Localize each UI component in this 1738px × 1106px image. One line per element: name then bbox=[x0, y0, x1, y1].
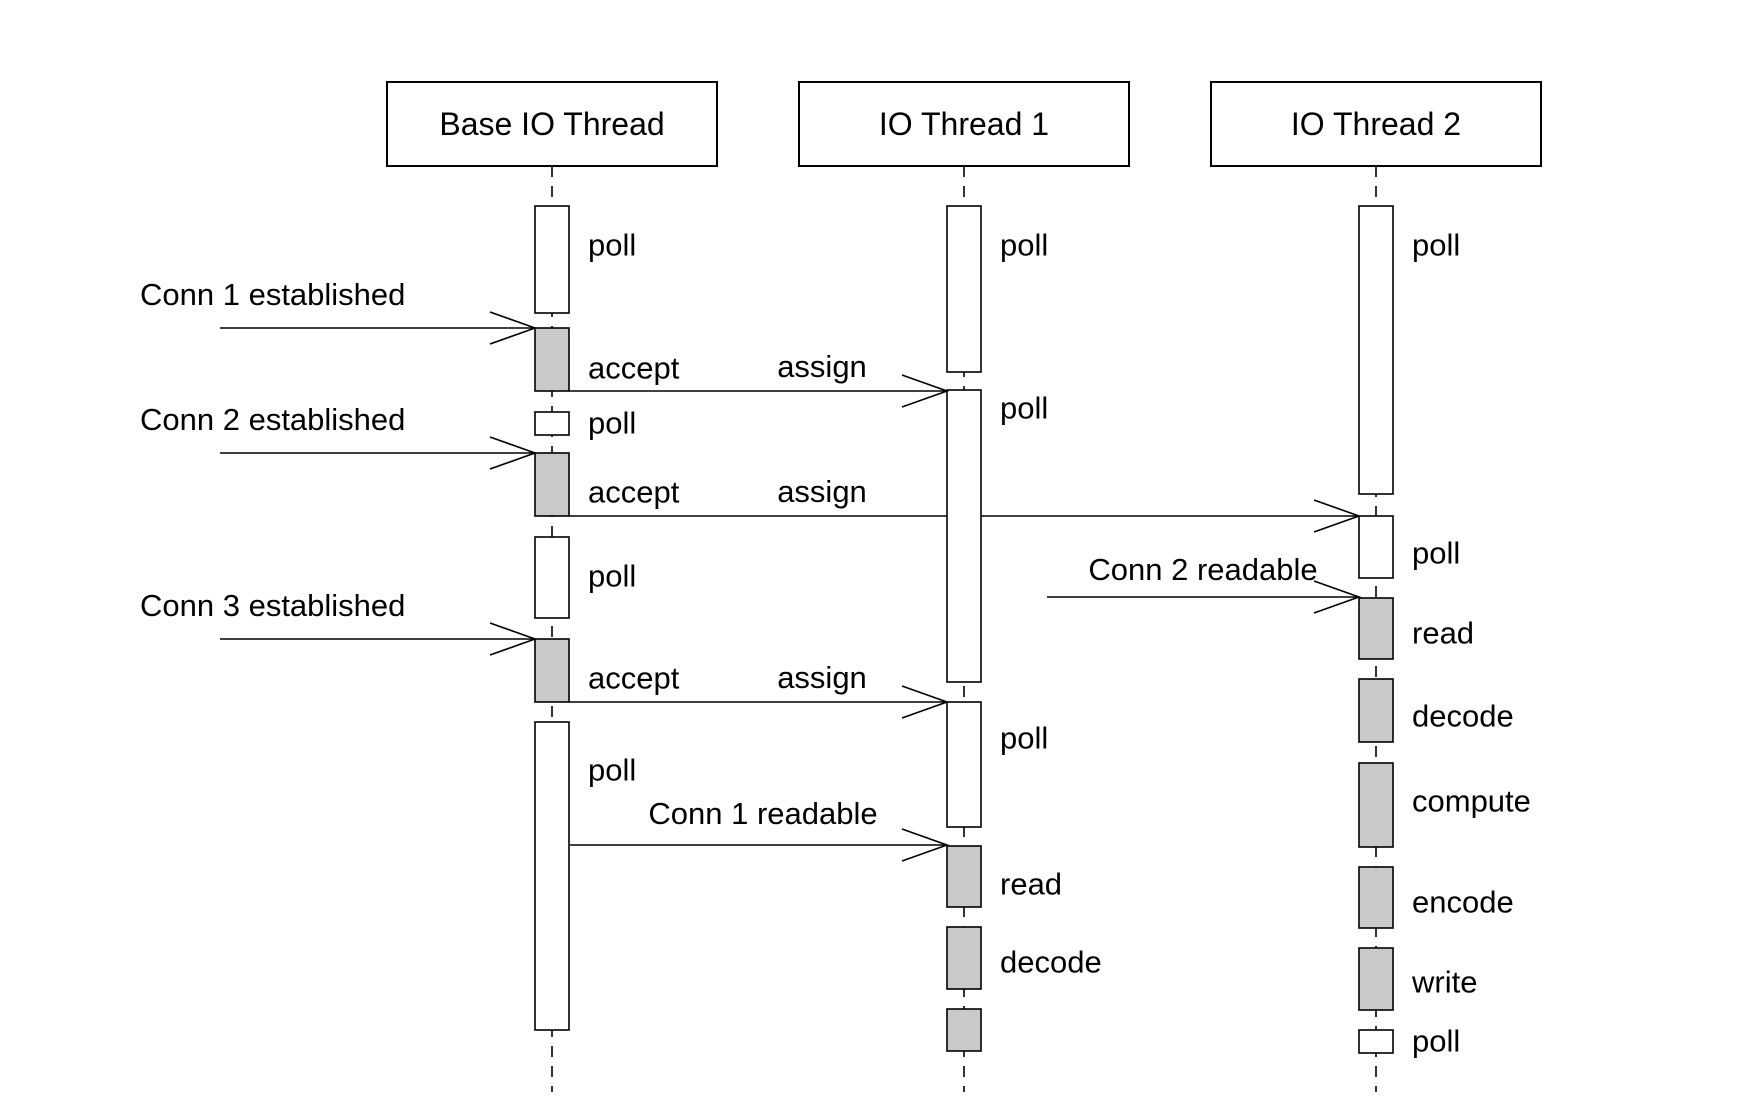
activation-label-base-io-thread-accept: accept bbox=[588, 661, 680, 696]
activation-label-io-thread-1-decode: decode bbox=[1000, 945, 1102, 980]
message-label-conn-1-established: Conn 1 established bbox=[140, 277, 405, 312]
activation-box-io-thread-2-poll bbox=[1358, 515, 1394, 579]
activation-box-io-thread-2-decode bbox=[1358, 678, 1394, 743]
activation-box-io-thread-1-poll bbox=[946, 205, 982, 373]
arrowhead-icon-conn-2-readable bbox=[1313, 580, 1362, 614]
activation-box-base-io-thread-poll bbox=[534, 536, 570, 619]
activation-label-io-thread-2-read: read bbox=[1412, 616, 1474, 651]
activation-label-base-io-thread-poll: poll bbox=[588, 228, 636, 263]
arrowhead-icon-conn-2-established bbox=[489, 436, 538, 470]
activation-box-io-thread-2-poll bbox=[1358, 1029, 1394, 1054]
lifeline-header-box-base-io-thread bbox=[386, 81, 718, 167]
lifeline-header-label-io-thread-1: IO Thread 1 bbox=[879, 106, 1049, 142]
activation-label-io-thread-1-poll: poll bbox=[1000, 721, 1048, 756]
activation-box-io-thread-1-decode bbox=[946, 926, 982, 990]
arrowhead-icon-assign-2 bbox=[1313, 499, 1362, 533]
lifeline-header-label-io-thread-2: IO Thread 2 bbox=[1291, 106, 1461, 142]
message-label-conn-3-established: Conn 3 established bbox=[140, 588, 405, 623]
activation-label-base-io-thread-poll: poll bbox=[588, 559, 636, 594]
arrowhead-icon-conn-1-established bbox=[489, 311, 538, 345]
activation-label-io-thread-2-encode: encode bbox=[1412, 885, 1514, 920]
activation-label-base-io-thread-accept: accept bbox=[588, 351, 680, 386]
message-label-assign-2: assign bbox=[777, 474, 867, 509]
lifeline-header-box-io-thread-2 bbox=[1210, 81, 1542, 167]
lifeline-header-label-base-io-thread: Base IO Thread bbox=[439, 106, 664, 142]
activation-box-io-thread-1-read bbox=[946, 845, 982, 908]
activation-label-io-thread-2-write: write bbox=[1411, 965, 1477, 1000]
arrowhead-icon-assign-3 bbox=[901, 685, 950, 719]
activation-box-base-io-thread-accept bbox=[534, 327, 570, 392]
activation-label-io-thread-2-poll: poll bbox=[1412, 1024, 1460, 1059]
activation-label-io-thread-1-read: read bbox=[1000, 867, 1062, 902]
activation-label-io-thread-2-decode: decode bbox=[1412, 699, 1514, 734]
activation-box-base-io-thread-accept bbox=[534, 638, 570, 703]
activation-box-io-thread-2-write bbox=[1358, 947, 1394, 1011]
activation-label-io-thread-1-poll: poll bbox=[1000, 228, 1048, 263]
message-label-assign-3: assign bbox=[777, 660, 867, 695]
message-label-conn-2-established: Conn 2 established bbox=[140, 402, 405, 437]
arrowhead-icon-conn-1-readable bbox=[901, 828, 950, 862]
lifeline-header-box-io-thread-1 bbox=[798, 81, 1130, 167]
activation-box-io-thread-2-poll bbox=[1358, 205, 1394, 495]
message-label-conn-1-readable: Conn 1 readable bbox=[648, 796, 877, 831]
message-label-conn-2-readable: Conn 2 readable bbox=[1088, 552, 1317, 587]
activation-label-io-thread-2-poll: poll bbox=[1412, 536, 1460, 571]
activation-label-base-io-thread-accept: accept bbox=[588, 475, 680, 510]
activation-box-io-thread-1-poll bbox=[946, 701, 982, 828]
activation-box-base-io-thread-poll bbox=[534, 205, 570, 314]
activation-box-base-io-thread-poll bbox=[534, 721, 570, 1031]
activation-box-io-thread-1-poll bbox=[946, 389, 982, 683]
activation-box-io-thread-2-read bbox=[1358, 597, 1394, 660]
activation-box-base-io-thread-accept bbox=[534, 452, 570, 517]
activation-label-io-thread-2-compute: compute bbox=[1412, 784, 1531, 819]
activation-label-io-thread-2-poll: poll bbox=[1412, 228, 1460, 263]
arrowhead-icon-assign-1 bbox=[901, 374, 950, 408]
activation-box-base-io-thread-poll bbox=[534, 411, 570, 436]
activation-label-io-thread-1-poll: poll bbox=[1000, 391, 1048, 426]
arrowhead-icon-conn-3-established bbox=[489, 622, 538, 656]
activation-box-io-thread-2-compute bbox=[1358, 762, 1394, 848]
activation-label-base-io-thread-poll: poll bbox=[588, 753, 636, 788]
message-label-assign-1: assign bbox=[777, 349, 867, 384]
activation-box-io-thread-1-unlabeled bbox=[946, 1008, 982, 1052]
activation-box-io-thread-2-encode bbox=[1358, 866, 1394, 929]
activation-label-base-io-thread-poll: poll bbox=[588, 406, 636, 441]
